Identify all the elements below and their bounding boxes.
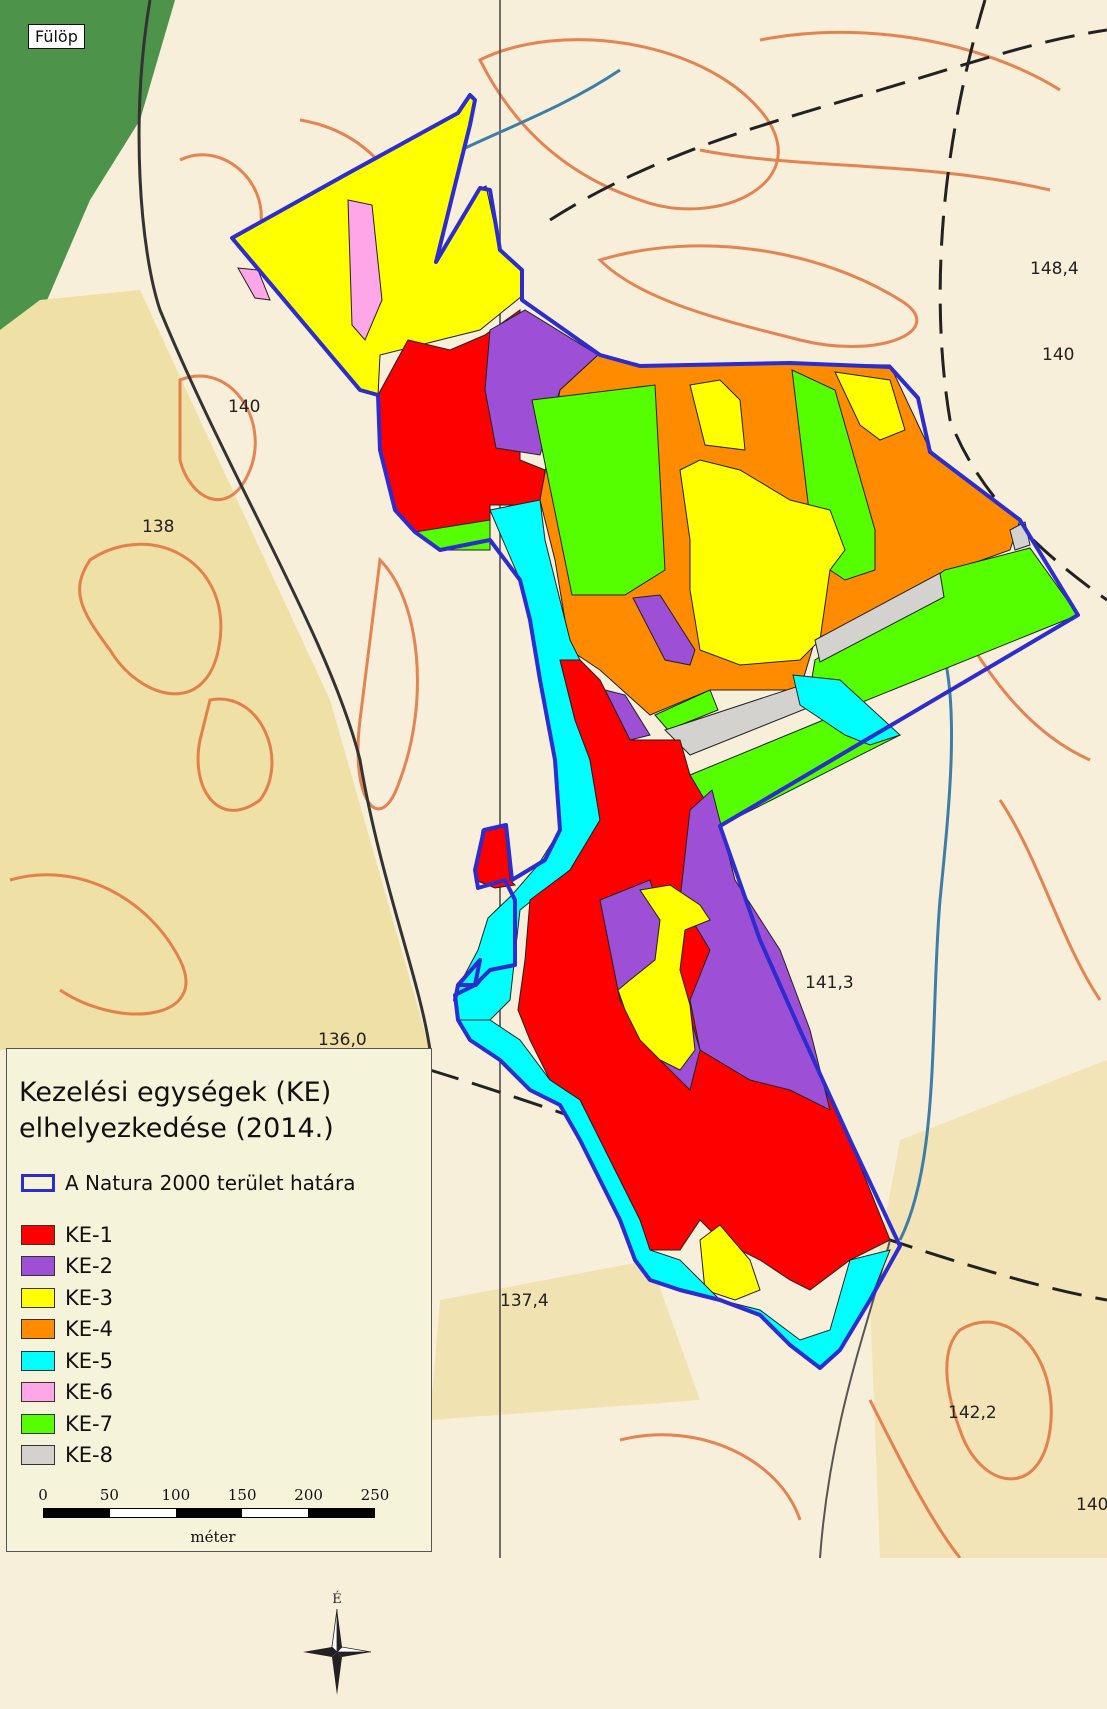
scale-segment [176, 1509, 242, 1517]
compass-west-icon [303, 1647, 337, 1657]
scale-segment [242, 1509, 308, 1517]
compass-north-label: É [332, 1591, 342, 1607]
legend-item-label: KE-4 [65, 1317, 113, 1342]
legend-panel: Kezelési egységek (KE) elhelyezkedése (2… [6, 1048, 432, 1695]
compass-south-icon [332, 1652, 342, 1695]
scale-tick-label: 250 [360, 1486, 390, 1504]
legend-swatch [21, 1413, 55, 1434]
scale-bar-track [43, 1508, 375, 1518]
height-label: 138 [142, 517, 174, 537]
scale-tick-label: 100 [161, 1486, 191, 1504]
contour-lines [9, 30, 1102, 1558]
north-arrow: É [303, 1591, 372, 1695]
legend-item-label: KE-3 [65, 1285, 113, 1310]
legend-item-ke-5: KE-5 [21, 1345, 113, 1377]
height-label: 140 [228, 397, 260, 417]
scale-tick-label: 200 [294, 1486, 323, 1504]
compass-north-half-icon [331, 1608, 338, 1653]
height-label: 136,0 [318, 1030, 367, 1050]
legend-item-ke-1: KE-1 [21, 1219, 113, 1251]
legend-item-label: KE-2 [65, 1254, 113, 1279]
ke-5-zone[interactable] [792, 674, 901, 746]
scale-segment [44, 1509, 110, 1517]
legend-item-ke-3: KE-3 [21, 1282, 113, 1314]
legend-item-ke-6: KE-6 [21, 1377, 113, 1409]
boundary-swatch [21, 1174, 55, 1192]
legend-item-label: KE-8 [65, 1443, 113, 1468]
legend-swatch [21, 1382, 55, 1403]
legend-item-label: KE-7 [65, 1411, 113, 1436]
legend-swatch [21, 1256, 55, 1277]
scale-bar: 0 50 100 150 200 250 méter [38, 1486, 389, 1546]
legend-item-label: KE-1 [65, 1222, 113, 1247]
height-label: 140 [1076, 1495, 1107, 1515]
ke-3-zone[interactable] [679, 459, 846, 666]
legend-swatch [21, 1287, 55, 1308]
forest-area [0, 0, 175, 350]
scale-tick-label: 0 [38, 1486, 48, 1504]
legend-boundary-row: A Natura 2000 terület határa [21, 1171, 355, 1195]
legend-swatch [21, 1319, 55, 1340]
height-label: 148,4 [1030, 259, 1079, 279]
scale-tick-label: 150 [227, 1486, 257, 1504]
meadow-area-southeast [870, 1060, 1107, 1558]
scale-tick-label: 50 [99, 1486, 119, 1504]
scale-segment [110, 1509, 176, 1517]
compass-east-half-icon [336, 1646, 372, 1653]
legend-swatch [21, 1224, 55, 1245]
legend-item-label: KE-5 [65, 1348, 113, 1373]
ke-7-zone[interactable] [654, 689, 719, 731]
ke-2-zone[interactable] [679, 789, 831, 1111]
meadow-area-west [0, 290, 430, 1050]
legend-item-ke-4: KE-4 [21, 1314, 113, 1346]
ke-6-zone[interactable] [237, 267, 271, 301]
ke-7-zone[interactable] [531, 384, 666, 596]
height-label: 141,3 [805, 973, 854, 993]
scale-unit: méter [190, 1528, 236, 1546]
legend-item-ke-7: KE-7 [21, 1408, 113, 1440]
ke-3-zone[interactable] [834, 371, 906, 441]
ke-2-zone[interactable] [632, 594, 696, 666]
legend-item-ke-8: KE-8 [21, 1440, 113, 1472]
ke-3-zone[interactable] [617, 884, 711, 1071]
scale-segment [308, 1509, 374, 1517]
natura-2000-boundary [230, 93, 1080, 1370]
legend-title-line-2: elhelyezkedése (2014.) [19, 1113, 334, 1144]
ke-8-zone[interactable] [814, 572, 945, 663]
management-units [231, 94, 1079, 1369]
meadow-area-south [430, 1260, 700, 1420]
legend-item-label: KE-6 [65, 1380, 113, 1405]
boundary-label: A Natura 2000 terület határa [65, 1171, 356, 1195]
legend-swatch [21, 1350, 55, 1371]
height-label: 140 [1042, 345, 1074, 365]
place-label: Fülöp [28, 24, 85, 49]
ke-6-zone[interactable] [347, 199, 383, 341]
height-label: 142,2 [948, 1403, 997, 1423]
height-label: 137,4 [500, 1291, 549, 1311]
ke-3-zone[interactable] [689, 379, 746, 451]
legend-title: Kezelési egységek (KE) elhelyezkedése (2… [19, 1075, 334, 1147]
legend-swatch [21, 1445, 55, 1466]
legend-title-line-1: Kezelési egységek (KE) [19, 1077, 332, 1108]
legend-item-ke-2: KE-2 [21, 1251, 113, 1283]
